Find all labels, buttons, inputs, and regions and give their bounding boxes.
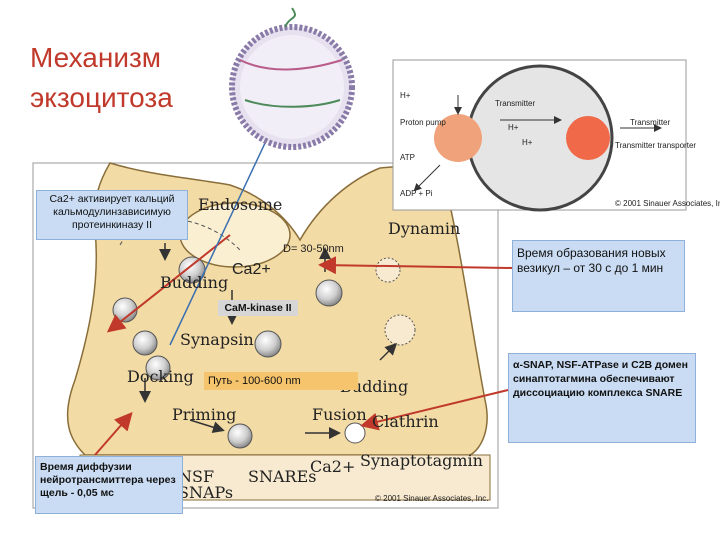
snares-label: SNAREs [248,467,316,486]
transporter-icon [566,116,610,160]
diagram-label: H+ [400,91,411,100]
fusion-label: Fusion [312,405,367,424]
diagram-label: Transmitter [495,99,535,108]
diffusion-time-note: Время диффузии нейротрансмиттера через щ… [35,456,183,514]
cam-kinase-note: Ca2+ активирует кальций кальмодулинзавис… [36,190,188,240]
docking-label: Docking [127,367,194,386]
vesicle-time-note: Время образования новых везикул – от 30 … [512,240,685,312]
ca-mid-label: Ca2+ [232,261,271,278]
budding-left-label: Budding [160,273,228,292]
diagram-label: © 2001 Sinauer Associates, Inc. [615,199,720,208]
cam-kinase-label: CaM-kinase II [218,300,298,316]
synaptotagmin-label: Synaptotagmin [360,451,483,470]
clathrin-label: Clathrin [372,412,439,431]
diagram-label: H+ [522,138,533,147]
diagram-label: Proton pump [400,118,446,127]
vesicle [255,331,281,357]
clathrin-vesicle [376,258,400,282]
path-length-label: Путь - 100-600 nm [204,372,358,390]
diagram-label: H+ [508,123,519,132]
priming-label: Priming [172,405,236,424]
dynamin-label: Dynamin [388,219,460,238]
endosome-label: Endosome [198,195,282,214]
snap-note: α-SNAP, NSF-ATPase и C2B домен синаптота… [508,353,696,443]
vesicle-zoom-illustration [232,8,352,147]
diameter-label: D= 30-50nm [283,243,344,255]
diagram-label: ADP + Pi [400,189,433,198]
fusing-vesicle [345,423,365,443]
ca-bottom-label: Ca2+ [310,457,355,476]
clathrin-vesicle [385,315,415,345]
diagram-label: ATP [400,153,415,162]
vesicle [133,331,157,355]
diagram-label: Transmitter transporter [615,141,696,150]
snaps-label: SNAPs [178,483,233,502]
vesicle [316,280,342,306]
vesicle-detail-panel: H+ Proton pump ATP ADP + Pi Transmitter … [393,60,720,210]
diagram-label: Transmitter [630,118,670,127]
vesicle [228,424,252,448]
synapsin-label: Synapsin [180,330,254,349]
figure-copyright: © 2001 Sinauer Associates, Inc. [375,494,489,503]
